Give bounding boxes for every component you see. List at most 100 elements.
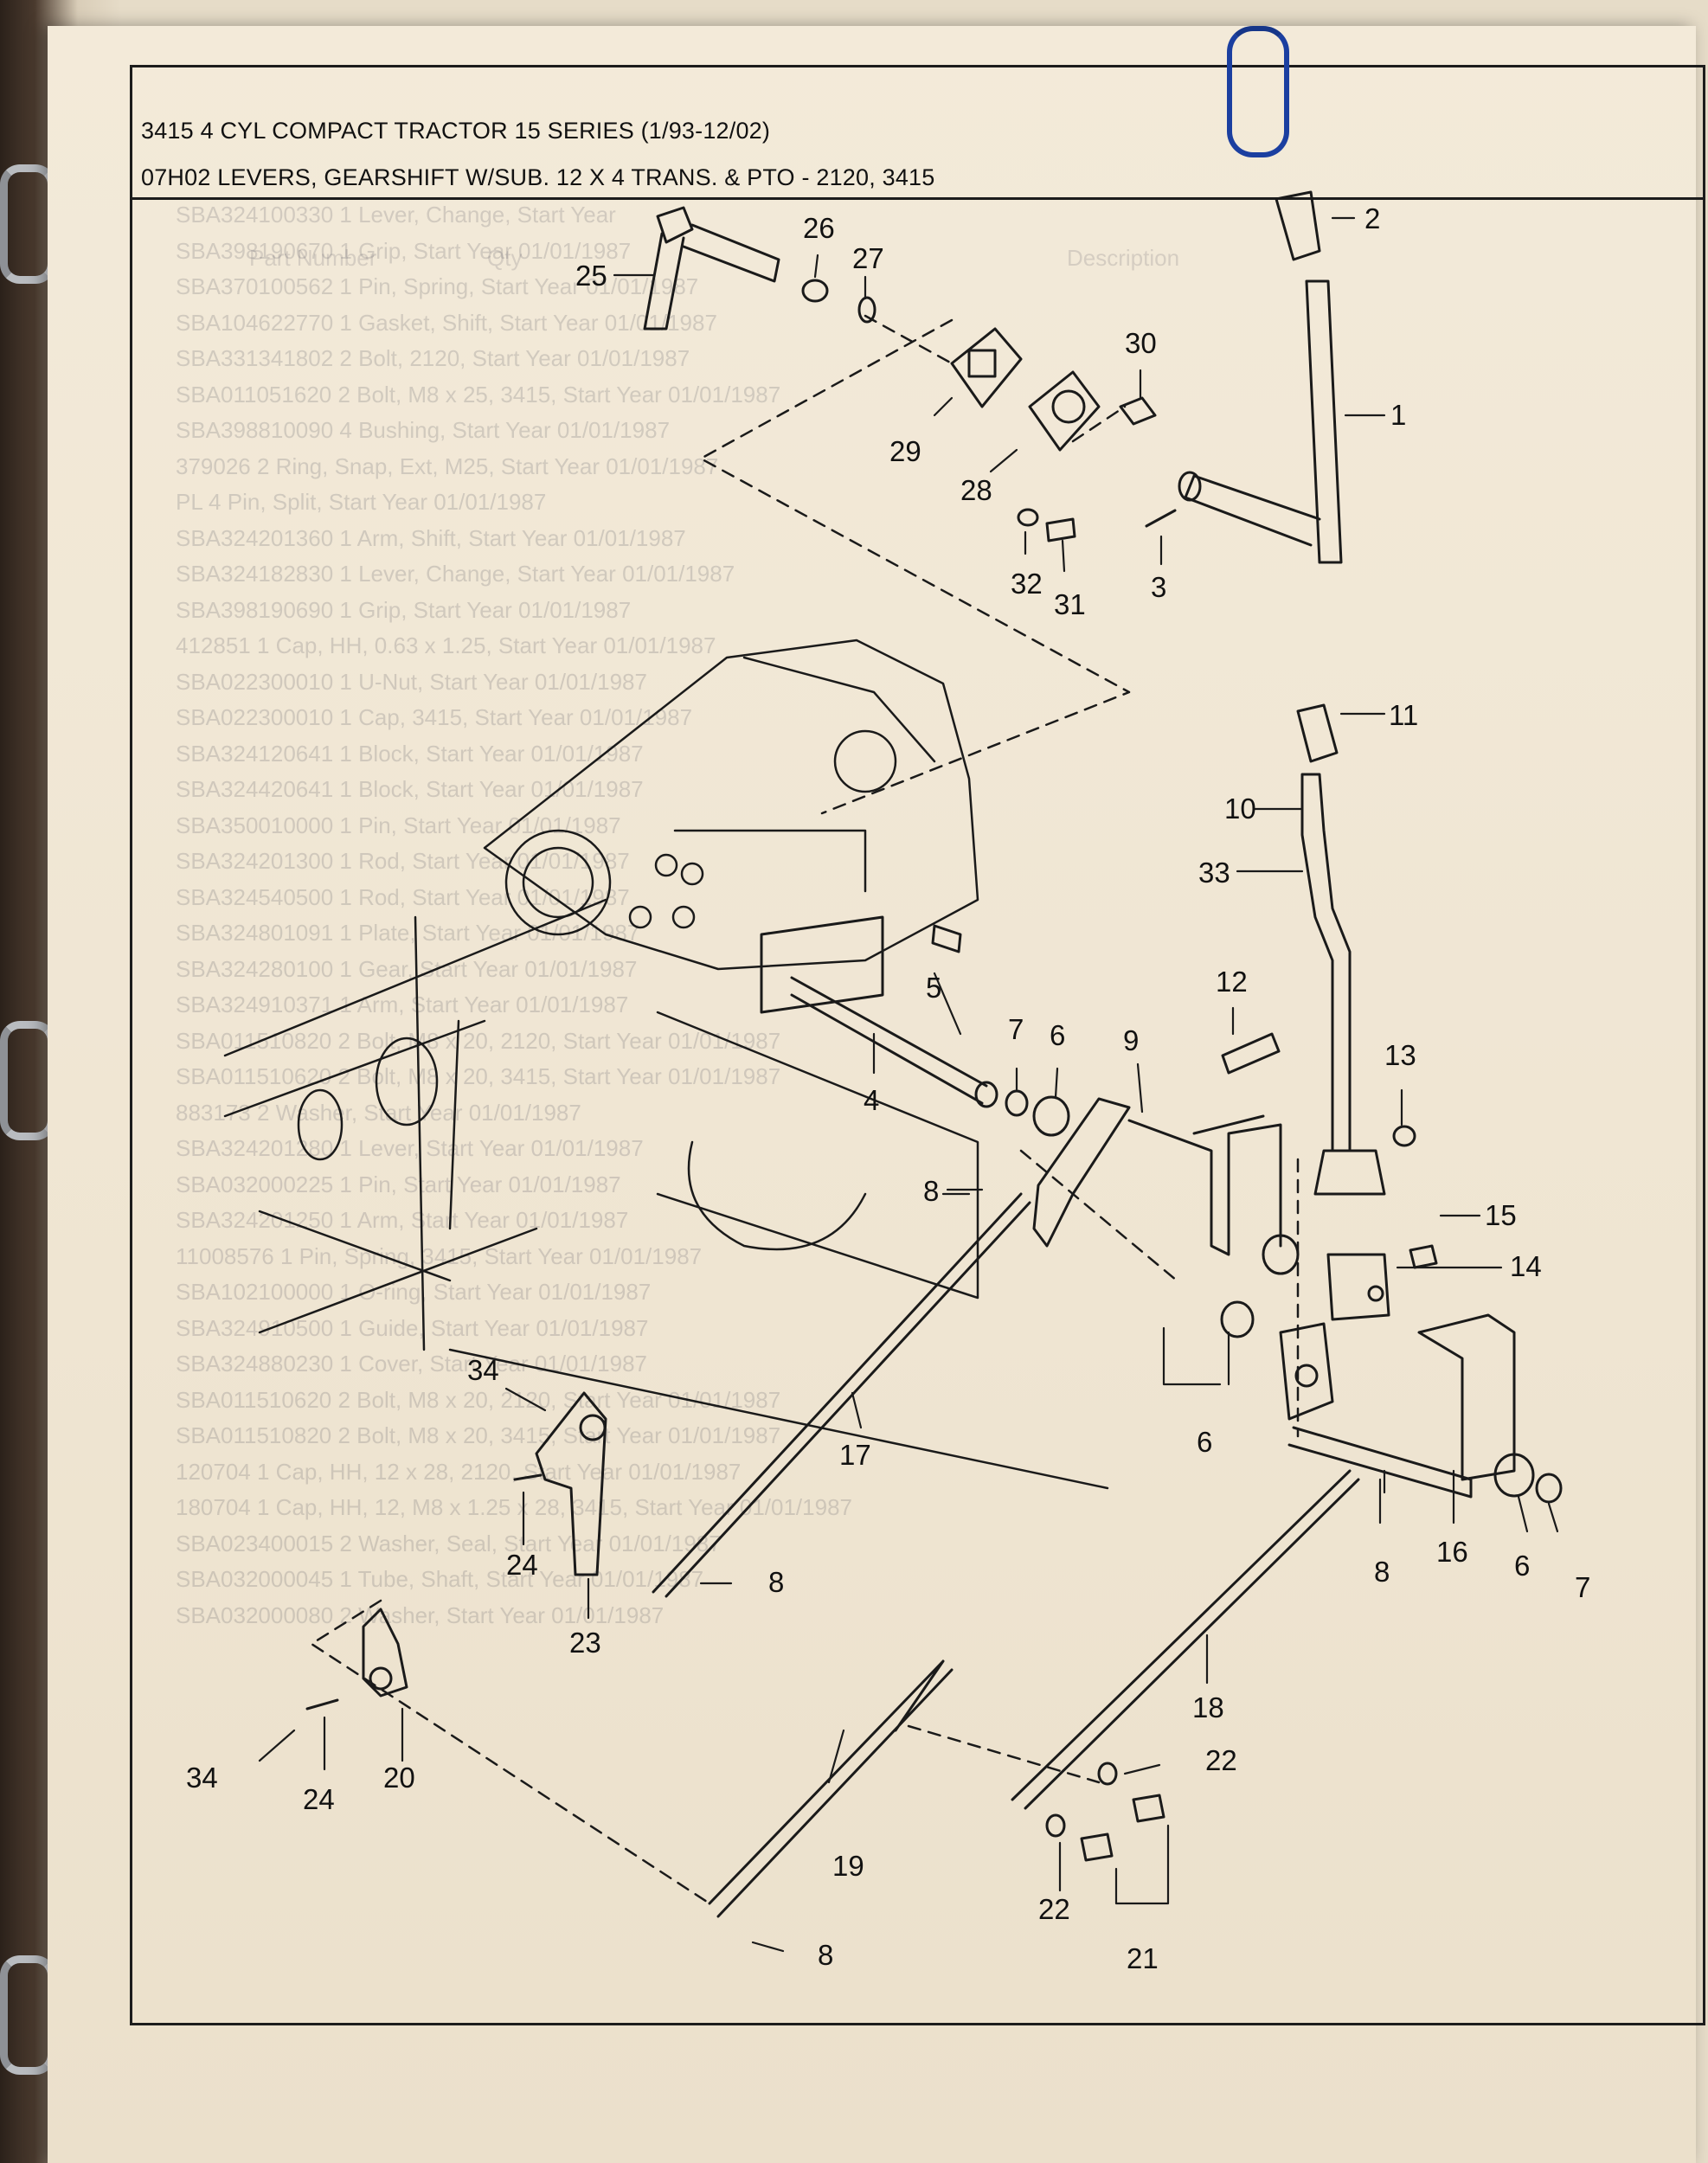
bleed-through-row: SBA102100000 1 O-ring, Start Year 01/01/…	[176, 1279, 652, 1305]
callout-31: 31	[1054, 588, 1086, 620]
bleed-through-row: SBA324201250 1 Arm, Start Year 01/01/198…	[176, 1207, 629, 1233]
bleed-through-row: 412851 1 Cap, HH, 0.63 x 1.25, Start Yea…	[176, 632, 716, 658]
bleed-through-row: SBA324801091 1 Plate, Start Year 01/01/1…	[176, 920, 640, 946]
part-16-shift-arm	[1279, 1313, 1516, 1499]
callout-3: 3	[1151, 571, 1167, 603]
callout-16: 16	[1436, 1536, 1468, 1568]
part-11-grip	[1296, 703, 1339, 763]
part-15-bolt	[1409, 1244, 1438, 1269]
part-12-bolt	[1221, 1032, 1281, 1075]
bleed-through-row: 379026 2 Ring, Snap, Ext, M25, Start Yea…	[176, 452, 719, 479]
callout-12: 12	[1216, 966, 1248, 998]
page-title-line2: 07H02 LEVERS, GEARSHIFT W/SUB. 12 X 4 TR…	[141, 164, 935, 190]
callout-19: 19	[832, 1850, 864, 1882]
bleed-through-row: SBA324201360 1 Arm, Shift, Start Year 01…	[176, 524, 686, 551]
callout-1: 1	[1390, 399, 1407, 431]
part-18-rod	[1011, 1469, 1360, 1810]
callout-25: 25	[575, 260, 607, 292]
callout-7: 7	[1008, 1013, 1024, 1045]
callout-8-d: 8	[818, 1939, 834, 1971]
callout-33: 33	[1198, 857, 1230, 889]
part-27-o-ring	[857, 296, 876, 324]
bleed-through-row: SBA370100562 1 Pin, Spring, Start Year 0…	[176, 273, 699, 299]
part-29-gasket	[950, 327, 1023, 408]
callout-34-b: 34	[186, 1762, 218, 1794]
bleed-through-row: SBA022300010 1 U-Nut, Start Year 01/01/1…	[176, 668, 647, 695]
part-7-snap-ring	[1005, 1089, 1029, 1117]
callout-4: 4	[864, 1084, 880, 1116]
part-30-bolt	[1119, 396, 1157, 426]
callout-32: 32	[1011, 568, 1043, 600]
bleed-through-row: SBA331341802 2 Bolt, 2120, Start Year 01…	[176, 345, 690, 371]
callout-7-b: 7	[1575, 1571, 1591, 1603]
page-header: 3415 4 CYL COMPACT TRACTOR 15 SERIES (1/…	[132, 67, 1703, 200]
bleed-through-row: SBA104622770 1 Gasket, Shift, Start Year…	[176, 309, 717, 336]
callout-29: 29	[889, 435, 921, 467]
part-6-bushing-c	[1493, 1453, 1535, 1498]
part-9-shift-arm	[1032, 1097, 1282, 1256]
page-frame: 3415 4 CYL COMPACT TRACTOR 15 SERIES (1/…	[130, 65, 1705, 2025]
callout-leader-lines	[258, 216, 1559, 1953]
bleed-through-row: SBA324880230 1 Cover, Start Year 01/01/1…	[176, 1351, 647, 1377]
bleed-through-row: SBA398190690 1 Grip, Start Year 01/01/19…	[176, 596, 632, 623]
callout-34: 34	[467, 1354, 499, 1386]
part-2-grip	[1275, 190, 1321, 261]
bleed-through-row: SBA324420641 1 Block, Start Year 01/01/1…	[176, 776, 644, 802]
part-3-spring-pin	[1145, 509, 1177, 528]
part-19-rod	[708, 1659, 954, 1918]
bleed-through-row: PL 4 Pin, Split, Start Year 01/01/1987	[176, 489, 547, 515]
part-6-bushing-b	[1220, 1234, 1300, 1338]
bleed-through-row: 883173 2 Washer, Start Year 01/01/1987	[176, 1099, 581, 1126]
callout-6: 6	[1050, 1019, 1066, 1051]
part-26-snap-ring	[801, 279, 829, 303]
bleed-through-row: SBA324201280 1 Lever, Start Year 01/01/1…	[176, 1135, 644, 1161]
part-31-bolt	[1045, 517, 1076, 542]
part-28-shift-housing	[1028, 370, 1101, 452]
bleed-through-row: SBA032000045 1 Tube, Shaft, Start Year 0…	[176, 1566, 704, 1592]
part-21-bolts	[1080, 1794, 1165, 1862]
bleed-through-row: SBA398810090 4 Bushing, Start Year 01/01…	[176, 417, 671, 443]
callout-15: 15	[1485, 1199, 1517, 1231]
part-10-33-shift-lever	[1300, 773, 1386, 1196]
bleed-through-row: SBA324910500 1 Guide, Start Year 01/01/1…	[176, 1314, 649, 1341]
part-25-lever	[643, 206, 780, 331]
callout-22: 22	[1205, 1744, 1237, 1776]
bleed-through-row: 120704 1 Cap, HH, 12 x 28, 2120, Start Y…	[176, 1458, 742, 1485]
bleed-through-row: SBA324201300 1 Rod, Start Year 01/01/198…	[176, 848, 630, 874]
bleed-through-row: SBA023400015 2 Washer, Seal, Start Year …	[176, 1530, 722, 1556]
callout-2: 2	[1364, 202, 1381, 234]
callout-21: 21	[1127, 1942, 1159, 1974]
callout-27: 27	[852, 242, 884, 274]
bleed-through-row: SBA011051620 2 Bolt, M8 x 25, 3415, Star…	[176, 381, 781, 408]
bleed-through-row: SBA011510820 2 Bolt, M8 x 20, 3415, Star…	[176, 1422, 781, 1448]
part-13-nut	[1392, 1125, 1416, 1147]
callout-8: 8	[923, 1175, 940, 1207]
callout-8-c: 8	[1374, 1556, 1390, 1588]
bleed-through-row: SBA324280100 1 Gear, Start Year 01/01/19…	[176, 955, 638, 982]
bleed-through-row: SBA011510620 2 Bolt, M8 x 20, 3415, Star…	[176, 1063, 781, 1089]
bleed-through-row: SBA011510620 2 Bolt, M8 x 20, 2120, Star…	[176, 1386, 781, 1413]
part-32-washer	[1017, 508, 1039, 527]
bleed-through-row: SBA032000225 1 Pin, Start Year 01/01/198…	[176, 1171, 621, 1197]
bleed-through-header-desc: Description	[1067, 245, 1180, 271]
part-14-block	[1326, 1253, 1390, 1321]
callout-6-b: 6	[1197, 1426, 1213, 1458]
bleed-through-header-part: Part Number	[249, 245, 377, 271]
page-title-line1: 3415 4 CYL COMPACT TRACTOR 15 SERIES (1/…	[141, 118, 771, 144]
callout-11: 11	[1389, 699, 1419, 731]
callout-30: 30	[1125, 327, 1157, 359]
transmission-housing	[223, 639, 1109, 1490]
bleed-through-row: SBA011510820 2 Bolt, M8 x 20, 2120, Star…	[176, 1027, 781, 1054]
bleed-through-row: SBA324120641 1 Block, Start Year 01/01/1…	[176, 740, 644, 767]
callout-5: 5	[926, 972, 942, 1004]
bleed-through-row: SBA398190670 1 Grip, Start Year 01/01/19…	[176, 237, 632, 264]
callout-8-b: 8	[768, 1566, 785, 1598]
callout-20: 20	[383, 1762, 415, 1794]
paper-clip	[1227, 26, 1289, 157]
callout-24: 24	[506, 1549, 538, 1581]
catalog-page: 3415 4 CYL COMPACT TRACTOR 15 SERIES (1/…	[48, 26, 1705, 2163]
part-34-bellcrank	[535, 1391, 607, 1576]
part-24-pin	[305, 1473, 543, 1711]
callout-24-b: 24	[303, 1783, 335, 1815]
callout-23: 23	[569, 1627, 601, 1659]
